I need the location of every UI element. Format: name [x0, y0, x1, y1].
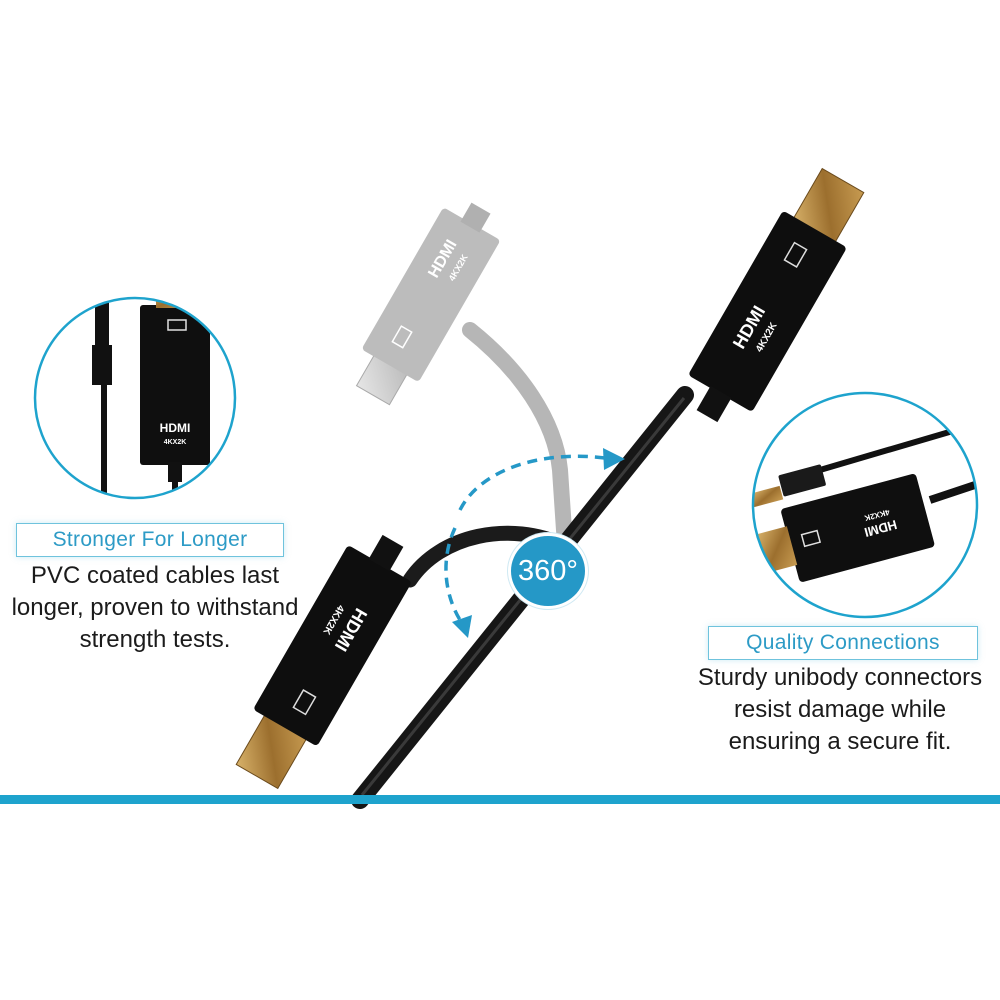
right-detail-circle: HDMI 4KX2K	[751, 391, 979, 619]
right-feature-line: resist damage while	[733, 696, 947, 723]
ghost-cable: HDMI 4KX2K	[355, 202, 573, 553]
left-feature-description: PVC coated cables last longer, proven to…	[0, 560, 310, 656]
lower-hdmi-connector: HDMI 4KX2K	[235, 534, 411, 790]
upper-hdmi-connector: HDMI 4KX2K	[689, 167, 865, 423]
left-feature-heading: Stronger For Longer	[16, 523, 284, 557]
right-feature-description: Sturdy unibody connectors resist damage …	[680, 662, 1000, 758]
left-feature-line: PVC coated cables last	[30, 562, 280, 589]
accent-divider	[0, 795, 1000, 804]
right-feature-heading: Quality Connections	[708, 626, 978, 660]
right-feature-line: ensuring a secure fit.	[728, 728, 952, 755]
svg-text:4KX2K: 4KX2K	[164, 439, 187, 446]
left-feature-line: strength tests.	[79, 626, 231, 653]
left-feature-line: longer, proven to withstand	[11, 594, 299, 621]
rotation-arrows	[444, 448, 625, 638]
left-detail-circle: HDMI 4KX2K	[33, 296, 237, 500]
svg-text:HDMI: HDMI	[160, 421, 191, 435]
right-feature-line: Sturdy unibody connectors	[697, 664, 983, 691]
rotation-badge: 360°	[508, 533, 588, 609]
